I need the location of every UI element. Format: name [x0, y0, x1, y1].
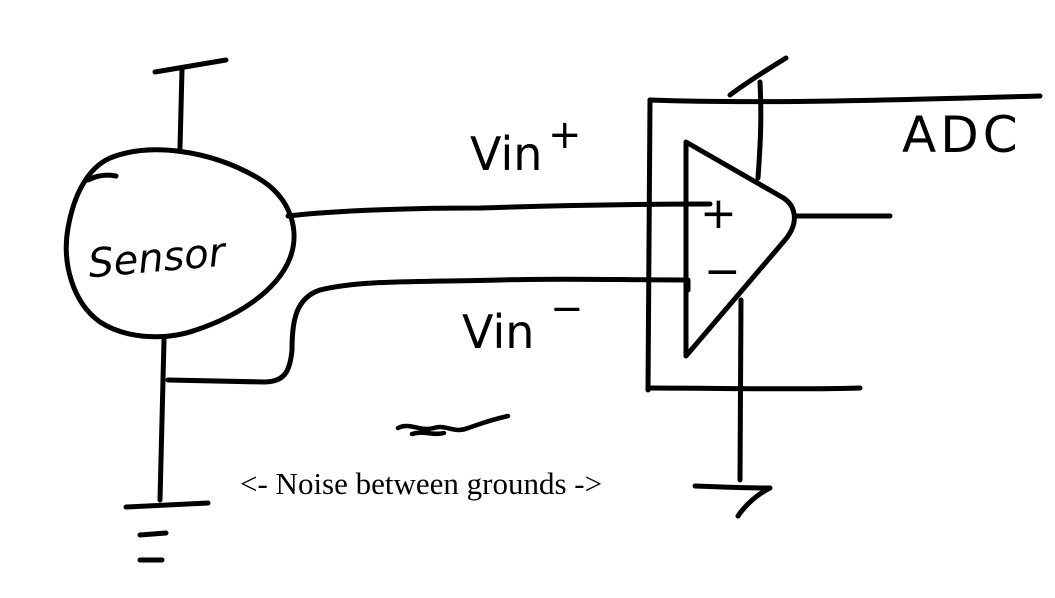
- adc-label: ADC: [902, 106, 1022, 164]
- opamp-ground-lead: [737, 297, 744, 483]
- sensor-ground-lead: [157, 337, 167, 503]
- sensor-body-tick: [85, 172, 119, 183]
- opamp-plus: +: [700, 188, 737, 239]
- sensor-body: [63, 147, 297, 340]
- noise-caption: <- Noise between grounds ->: [240, 466, 602, 501]
- sensor-ground-bar-1: [123, 500, 211, 510]
- vin-plus-wire: [285, 201, 713, 219]
- opamp-supply-lead: [755, 79, 764, 181]
- adc-box-top: [647, 93, 1043, 105]
- vin-minus-sign: −: [550, 286, 584, 332]
- vin-plus-sign: +: [548, 112, 582, 158]
- opamp-supply-bar: [727, 55, 789, 98]
- vin-minus-label: Vin: [462, 305, 534, 359]
- adc-box-bottom: [645, 385, 863, 392]
- sensor-ground-bar-2: [137, 530, 169, 538]
- noise-squiggle-2: [409, 430, 447, 437]
- sensor-label: Sensor: [86, 229, 229, 287]
- noise-squiggle-1: [395, 413, 511, 433]
- vin-minus-wire: [165, 276, 691, 385]
- sensor-supply-bar: [152, 57, 229, 75]
- opamp-minus: −: [704, 246, 741, 297]
- opamp-ground-bar: [692, 483, 773, 519]
- adc-box-left: [645, 97, 653, 393]
- vin-plus-label: Vin: [470, 127, 542, 181]
- sensor-supply-lead: [177, 67, 185, 151]
